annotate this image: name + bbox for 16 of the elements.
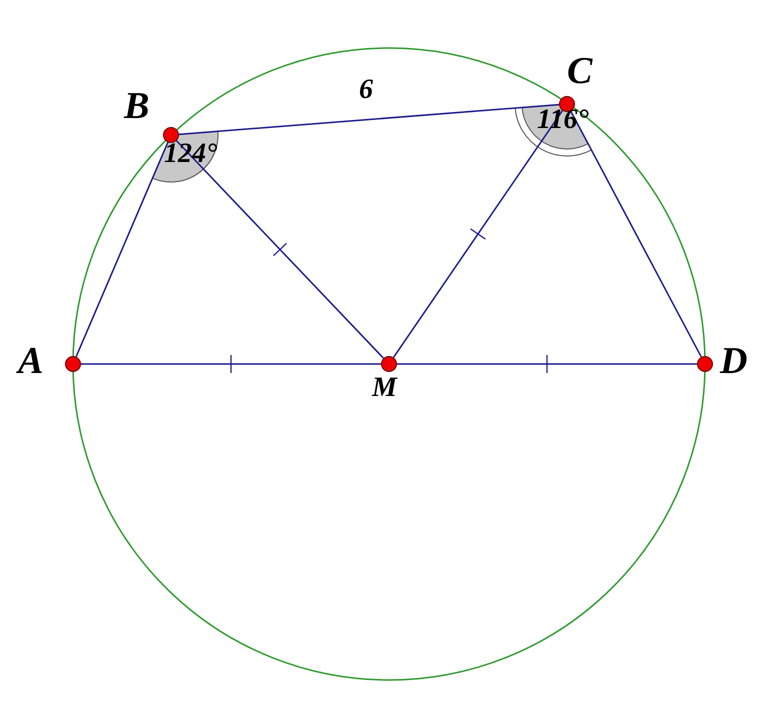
- point: [163, 127, 179, 143]
- line-segment: [570, 110, 702, 358]
- point-label: A: [18, 342, 44, 380]
- line-segment: [176, 140, 384, 359]
- point-label: M: [372, 374, 397, 402]
- point: [381, 356, 397, 372]
- point-label: C: [567, 52, 592, 90]
- point-label: D: [720, 342, 748, 380]
- line-segment: [397, 363, 697, 365]
- line-segment: [81, 363, 381, 365]
- point: [697, 356, 713, 372]
- line-segment: [75, 142, 169, 357]
- point-label: B: [124, 87, 150, 125]
- line-segment: [392, 110, 564, 358]
- point: [65, 356, 81, 372]
- line-segment: [178, 104, 560, 136]
